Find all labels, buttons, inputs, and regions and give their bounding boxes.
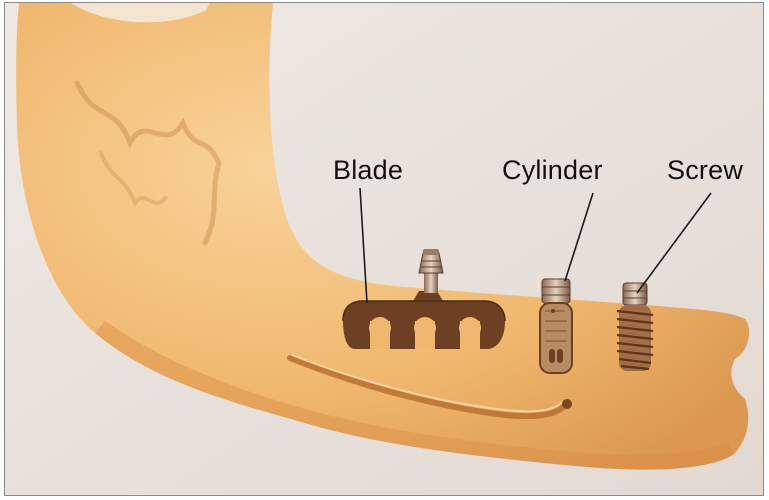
label-blade: Blade: [333, 155, 403, 186]
figure-frame: Blade Cylinder Screw: [4, 2, 764, 496]
label-cylinder: Cylinder: [502, 155, 603, 186]
label-screw: Screw: [667, 155, 743, 186]
mental-foramen: [562, 399, 572, 409]
mandible-illustration: [5, 3, 764, 496]
cylinder-implant: [540, 279, 572, 373]
